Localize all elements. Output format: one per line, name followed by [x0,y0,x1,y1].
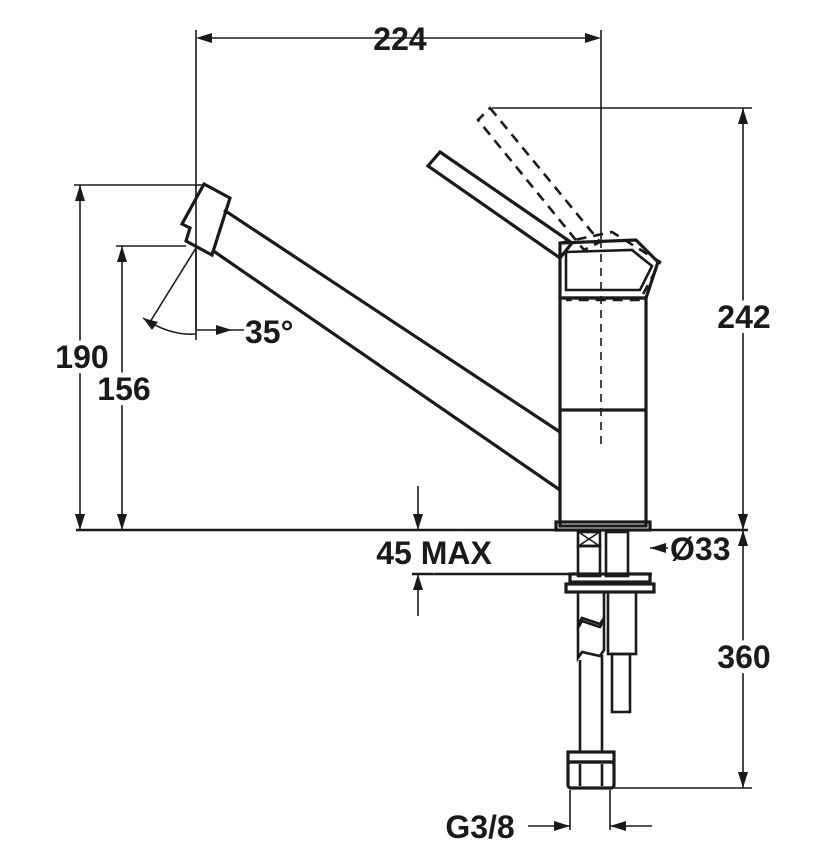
dimension-190 [74,184,206,530]
dimension-224-label: 224 [373,21,427,57]
dimension-g38 [528,790,652,831]
lever-closed [425,149,575,261]
lever-head [558,238,660,300]
spout-lower-edge [211,248,561,492]
stud [576,544,602,578]
spout-upper-edge [223,208,561,434]
dimension-224 [195,30,602,330]
dimension-360-label: 360 [717,639,770,675]
dimension-156-label: 156 [97,371,150,407]
lever-handle [425,149,575,261]
dimension-190-label: 190 [55,339,108,375]
faucet-column [558,296,648,528]
dimension-d33 [650,543,668,553]
dimension-242 [492,107,752,530]
mounting-rod [606,590,638,656]
lever-open-head [559,230,662,302]
lever-open-dashed [476,106,662,302]
lever-open-outline [476,106,603,252]
hose-segment [576,615,606,663]
hose-nut [566,760,616,790]
dimension-360 [614,530,752,789]
supply-assembly [564,530,656,790]
faucet-body [554,238,660,532]
dimension-156 [116,245,186,530]
lever-head-inner [564,248,654,292]
dimension-45max [413,486,423,616]
dimension-45max-label: 45 MAX [376,535,492,571]
dimension-d33-label: Ø33 [670,531,730,567]
stud-right [604,530,630,578]
angle-35 [142,247,244,340]
mounting-rod-lower [610,652,632,714]
dimension-g38-label: G3/8 [445,809,514,845]
spout-tip [179,181,232,258]
hose-top [576,592,606,630]
spout [179,181,561,492]
angle-35-label: 35° [245,314,293,350]
dimension-242-label: 242 [717,299,770,335]
